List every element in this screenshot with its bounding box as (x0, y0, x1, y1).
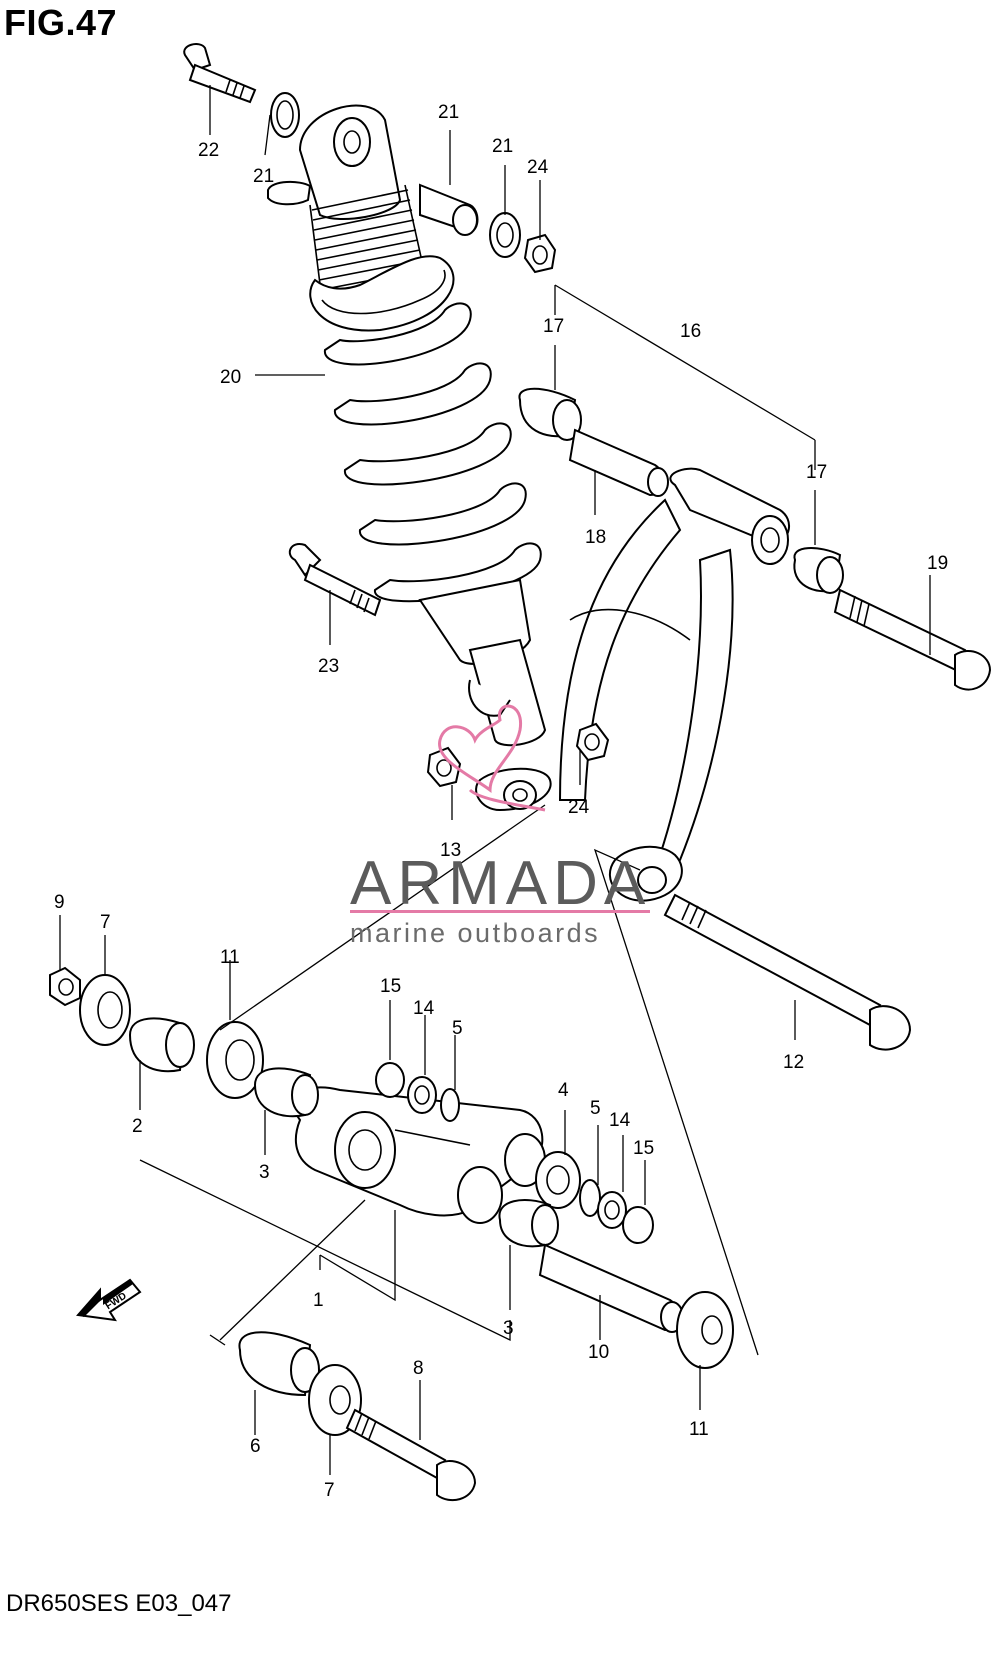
heart-logo-icon (438, 704, 546, 812)
callout-24: 24 (527, 157, 549, 178)
callout-11: 11 (689, 1419, 709, 1440)
callout-13: 13 (440, 840, 461, 861)
shock-absorber (267, 104, 552, 812)
watermark-underline (350, 910, 650, 913)
callout-19: 19 (927, 553, 948, 574)
callout-10: 10 (588, 1342, 609, 1363)
callout-8: 8 (413, 1358, 424, 1379)
figure-title: FIG.47 (4, 2, 118, 43)
watermark-brand: ARMADA (350, 849, 652, 918)
callout-labels: 1 2 3 3 4 5 5 6 7 7 8 9 10 11 11 12 13 1… (54, 102, 948, 1501)
callout-22: 22 (198, 140, 219, 161)
callout-12: 12 (783, 1052, 804, 1073)
callout-20: 20 (220, 367, 241, 388)
fwd-arrow-icon: FWD (76, 1278, 142, 1322)
callout-9: 9 (54, 892, 65, 913)
callout-18: 18 (585, 527, 606, 548)
callout-7: 7 (100, 912, 111, 933)
callout-17: 17 (806, 462, 827, 483)
callout-4: 4 (558, 1080, 569, 1101)
cushion-rod-lever (558, 467, 790, 902)
callout-3: 3 (259, 1162, 270, 1183)
callout-11: 11 (220, 947, 240, 968)
callout-7: 7 (324, 1480, 335, 1501)
callout-14: 14 (413, 998, 435, 1019)
callout-5: 5 (590, 1098, 601, 1119)
leader-lines (59, 85, 931, 1475)
small-parts (49, 43, 992, 1502)
callout-1: 1 (313, 1290, 324, 1311)
callout-14: 14 (609, 1110, 631, 1131)
callout-5: 5 (452, 1018, 463, 1039)
callout-24: 24 (568, 797, 590, 818)
watermark-tagline: marine outboards (350, 918, 601, 948)
callout-23: 23 (318, 656, 339, 677)
callout-2: 2 (132, 1116, 143, 1137)
callout-3: 3 (503, 1318, 514, 1339)
cushion-lever (293, 1086, 546, 1224)
callout-15: 15 (380, 976, 401, 997)
callout-21: 21 (438, 102, 459, 123)
callout-21: 21 (253, 166, 274, 187)
callout-17: 17 (543, 316, 564, 337)
callout-16: 16 (680, 321, 701, 342)
callout-21: 21 (492, 136, 513, 157)
callout-15: 15 (633, 1138, 654, 1159)
callout-6: 6 (250, 1436, 261, 1457)
figure-footer: DR650SES E03_047 (6, 1590, 232, 1617)
